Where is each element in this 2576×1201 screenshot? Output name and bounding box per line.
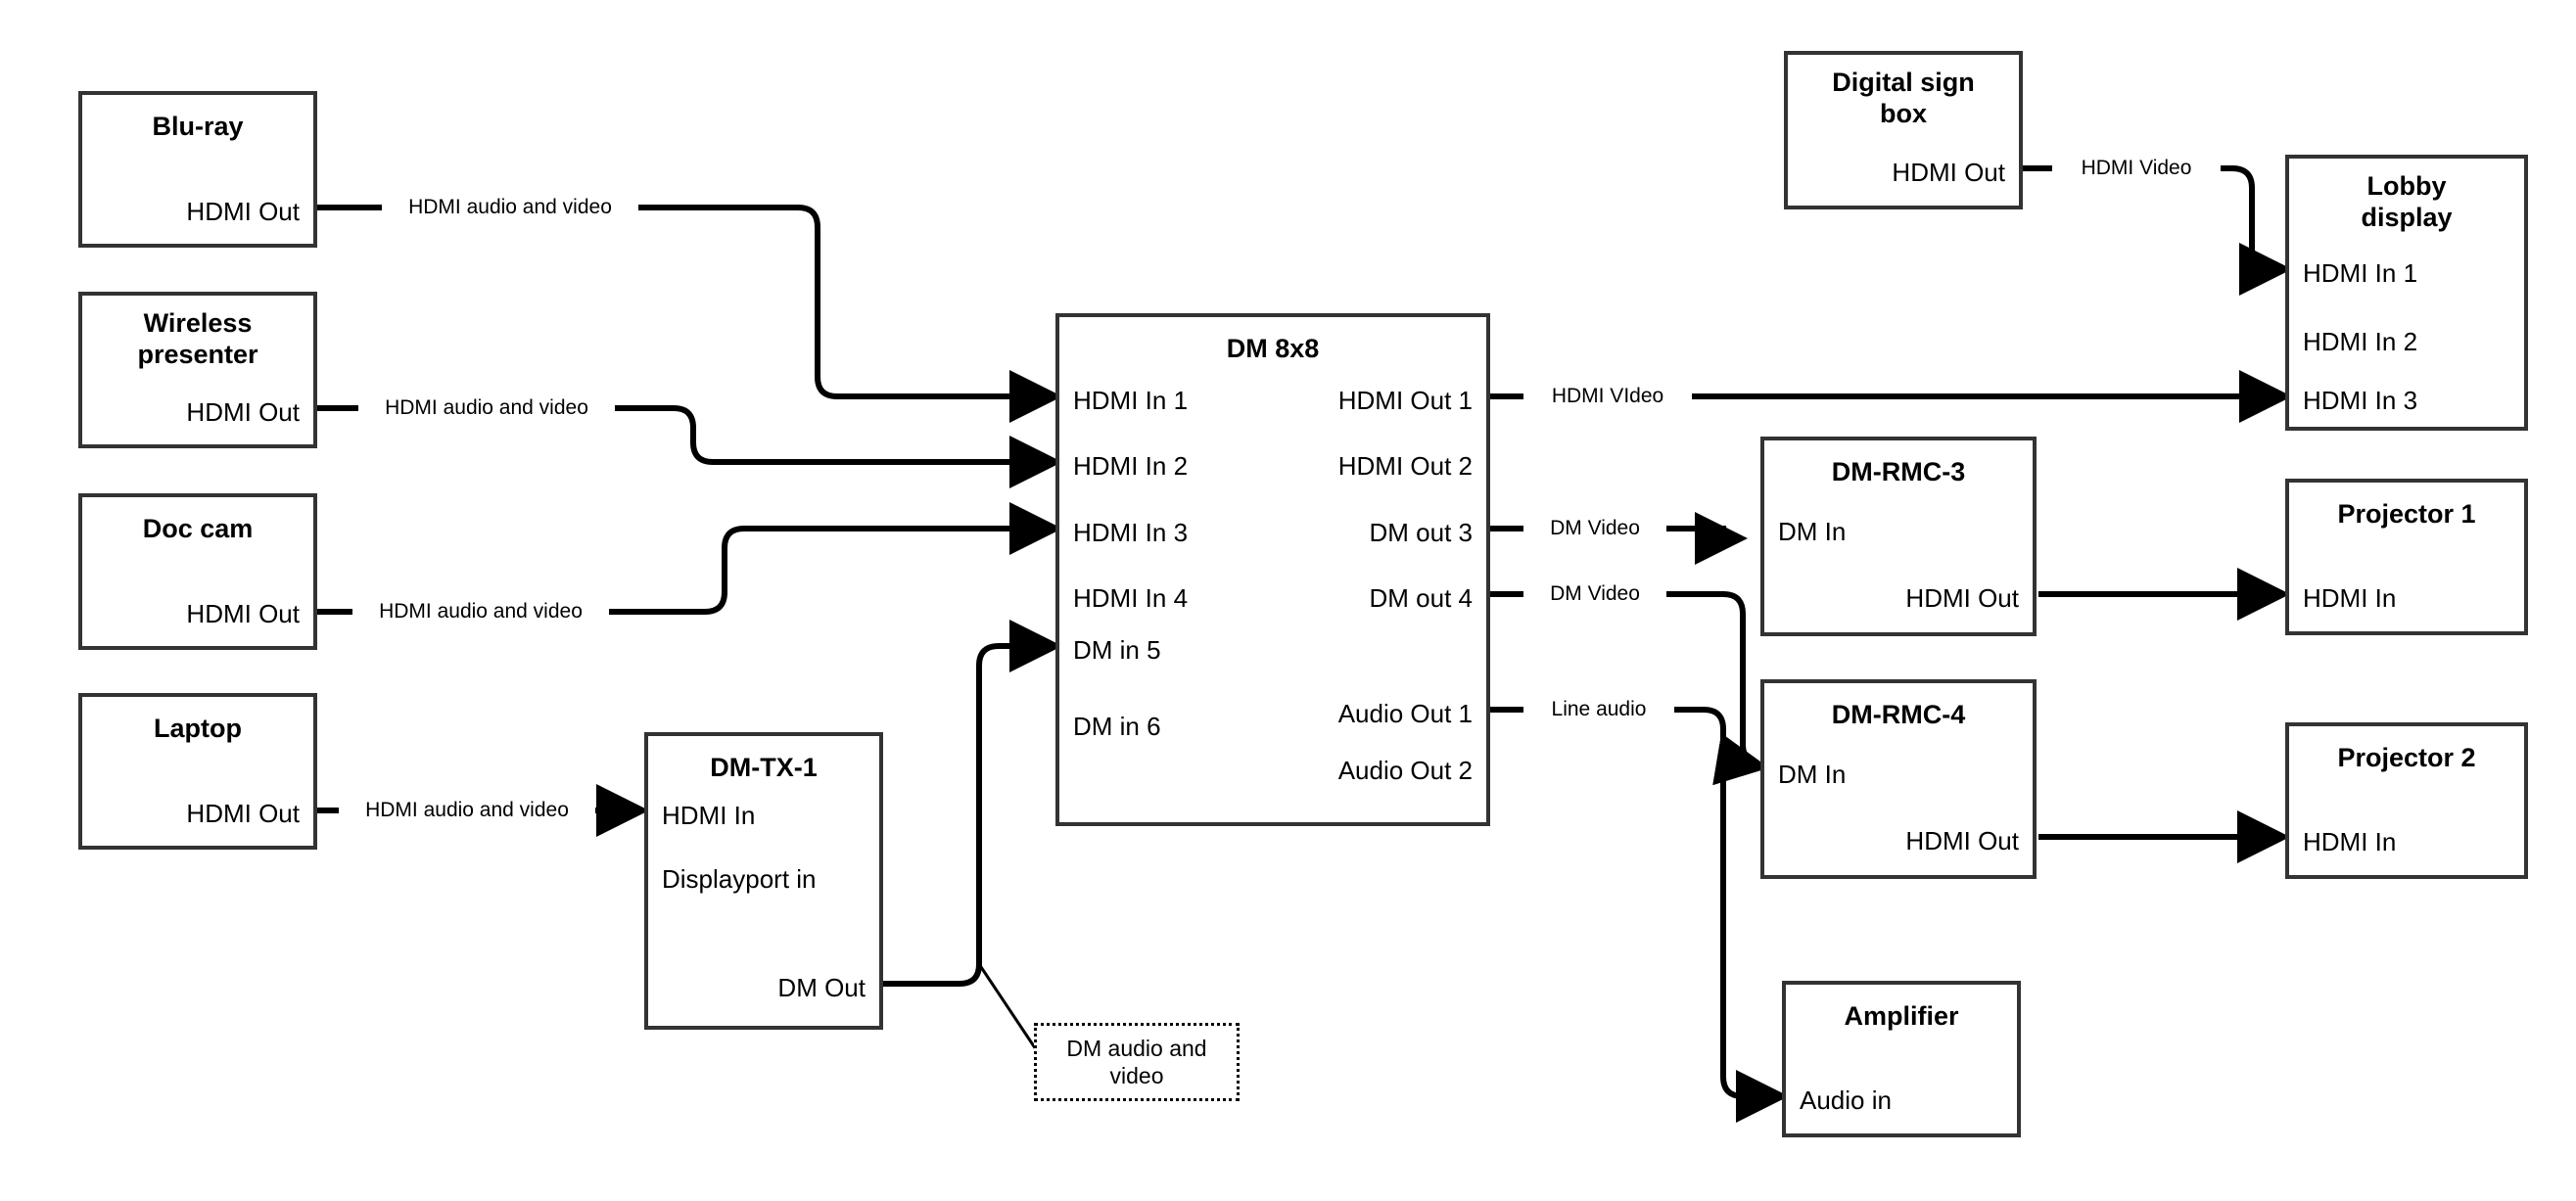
wire-sign-to-lobby-hdmi-in-1 (2023, 165, 2283, 269)
node-dm-8x8-input-hdmi-in-3: HDMI In 3 (1073, 518, 1189, 547)
node-wireless-presenter-title-line2: presenter (137, 340, 258, 369)
node-dm-rmc-4[interactable]: DM-RMC-4 DM In HDMI Out (1760, 679, 2037, 879)
leader-line-dm-audio-note (977, 963, 1040, 1053)
node-laptop-port-hdmi-out: HDMI Out (186, 799, 300, 828)
node-dm-8x8[interactable]: DM 8x8 HDMI In 1 HDMI In 2 HDMI In 3 HDM… (1055, 313, 1490, 826)
wire-dm-audio-out1-to-amplifier (1490, 707, 1780, 1096)
node-dm-8x8-output-dm-out-3: DM out 3 (1369, 518, 1474, 547)
node-dm-rmc-4-port-hdmi-out: HDMI Out (1905, 826, 2019, 855)
node-dm-8x8-input-hdmi-in-1: HDMI In 1 (1073, 386, 1189, 415)
node-amplifier-port-audio-in: Audio in (1800, 1086, 1892, 1115)
node-dm-tx-1-title: DM-TX-1 (710, 753, 818, 782)
wire-dmtx1-to-dm-in-5 (881, 620, 1062, 987)
node-dm-8x8-input-hdmi-in-2: HDMI In 2 (1073, 451, 1189, 481)
node-dm-tx-1[interactable]: DM-TX-1 HDMI In Displayport in DM Out (644, 732, 883, 1030)
node-dm-rmc-3-title: DM-RMC-3 (1831, 457, 1966, 486)
node-projector-1[interactable]: Projector 1 HDMI In (2285, 479, 2528, 635)
node-bluray[interactable]: Blu-ray HDMI Out (78, 91, 317, 248)
node-projector-1-title: Projector 1 (2337, 499, 2476, 529)
wire-label-laptop-to-dmtx1: HDMI audio and video (339, 799, 595, 822)
node-dm-8x8-input-hdmi-in-4: HDMI In 4 (1073, 583, 1189, 613)
note-dm-audio-and-video: DM audio and video (1034, 1023, 1240, 1101)
node-doc-cam-port-hdmi-out: HDMI Out (186, 599, 300, 628)
node-bluray-port-hdmi-out: HDMI Out (186, 197, 300, 226)
node-laptop-title: Laptop (154, 714, 242, 743)
node-dm-rmc-3-port-dm-in: DM In (1778, 517, 1847, 546)
wire-label-dm-out3-to-rmc3: DM Video (1523, 517, 1666, 540)
node-dm-8x8-input-dm-in-5: DM in 5 (1073, 635, 1161, 665)
node-dm-rmc-4-port-dm-in: DM In (1778, 760, 1847, 789)
node-dm-tx-1-port-dm-out: DM Out (777, 973, 866, 1002)
node-doc-cam[interactable]: Doc cam HDMI Out (78, 493, 317, 650)
node-dm-rmc-4-title: DM-RMC-4 (1831, 700, 1966, 729)
node-bluray-title: Blu-ray (152, 112, 244, 141)
node-dm-tx-1-port-displayport-in: Displayport in (662, 864, 817, 894)
node-lobby-display-input-hdmi-in-1: HDMI In 1 (2303, 258, 2418, 288)
node-digital-sign-box-port-hdmi-out: HDMI Out (1892, 158, 2005, 187)
node-wireless-presenter-title-line1: Wireless (143, 308, 253, 338)
wire-dm-out4-to-rmc4 (1490, 591, 1760, 766)
node-dm-8x8-output-audio-out-2: Audio Out 2 (1337, 756, 1473, 785)
node-dm-8x8-output-hdmi-out-1: HDMI Out 1 (1337, 386, 1473, 415)
wire-label-bluray-to-dm: HDMI audio and video (382, 196, 638, 219)
wire-label-dm-out4-to-rmc4: DM Video (1523, 582, 1666, 606)
node-lobby-display-title-line1: Lobby (2366, 171, 2447, 201)
node-amplifier[interactable]: Amplifier Audio in (1782, 981, 2021, 1137)
node-dm-8x8-title: DM 8x8 (1226, 334, 1320, 363)
node-projector-2-port-hdmi-in: HDMI In (2303, 827, 2397, 856)
node-lobby-display-title-line2: display (2361, 203, 2453, 232)
node-dm-rmc-3[interactable]: DM-RMC-3 DM In HDMI Out (1760, 437, 2037, 636)
node-doc-cam-title: Doc cam (142, 514, 254, 543)
node-laptop[interactable]: Laptop HDMI Out (78, 693, 317, 850)
wire-label-dm-hdmi-out1-to-lobby: HDMI VIdeo (1523, 385, 1692, 408)
node-lobby-display-input-hdmi-in-3: HDMI In 3 (2303, 386, 2418, 415)
wire-label-doccam-to-dm: HDMI audio and video (352, 600, 609, 624)
node-wireless-presenter-port-hdmi-out: HDMI Out (186, 397, 300, 427)
node-dm-rmc-3-port-hdmi-out: HDMI Out (1905, 583, 2019, 613)
wire-label-wireless-to-dm: HDMI audio and video (358, 396, 615, 420)
node-wireless-presenter[interactable]: Wireless presenter HDMI Out (78, 292, 317, 448)
wire-label-sign-to-lobby: HDMI Video (2052, 157, 2221, 180)
node-projector-2[interactable]: Projector 2 HDMI In (2285, 722, 2528, 879)
node-amplifier-title: Amplifier (1844, 1001, 1959, 1031)
node-dm-8x8-output-dm-out-4: DM out 4 (1369, 583, 1474, 613)
node-projector-2-title: Projector 2 (2337, 743, 2476, 772)
wire-label-dm-audio-to-amplifier: Line audio (1523, 698, 1674, 721)
node-lobby-display-input-hdmi-in-2: HDMI In 2 (2303, 327, 2418, 356)
node-projector-1-port-hdmi-in: HDMI In (2303, 583, 2397, 613)
node-lobby-display[interactable]: Lobby display HDMI In 1 HDMI In 2 HDMI I… (2285, 155, 2528, 431)
wire-bluray-to-dm-hdmi-in-1 (317, 205, 1054, 396)
node-digital-sign-box-title-line2: box (1879, 99, 1927, 128)
node-dm-8x8-output-hdmi-out-2: HDMI Out 2 (1337, 451, 1473, 481)
node-dm-8x8-output-audio-out-1: Audio Out 1 (1337, 699, 1473, 728)
node-digital-sign-box[interactable]: Digital sign box HDMI Out (1784, 51, 2023, 209)
node-dm-8x8-input-dm-in-6: DM in 6 (1073, 712, 1161, 741)
node-dm-tx-1-port-hdmi-in: HDMI In (662, 801, 756, 830)
node-digital-sign-box-title-line1: Digital sign (1832, 68, 1975, 97)
